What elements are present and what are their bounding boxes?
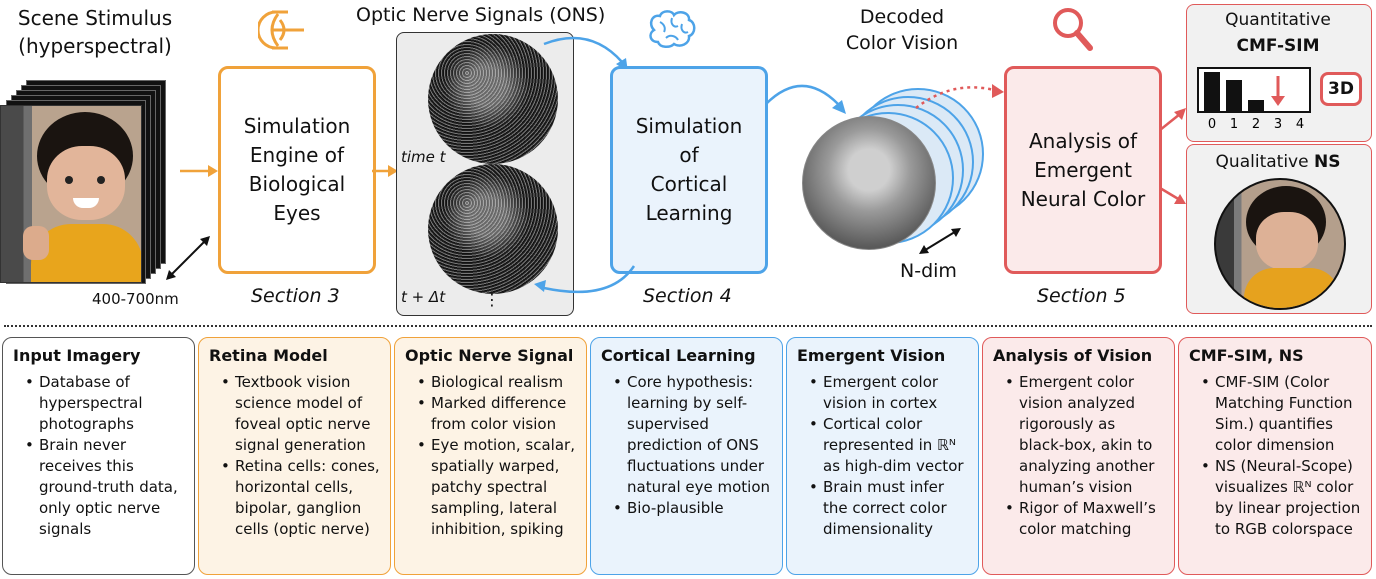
cmf-sim-chart: 0 1 2 3 4 — [1197, 67, 1311, 130]
stage-eye-line2: Engine of — [249, 143, 345, 167]
arrow-analysis-to-results — [1159, 108, 1186, 204]
stage-eye-line1: Simulation — [243, 114, 351, 138]
card-title: Input Imagery — [13, 346, 141, 365]
qualitative-label: Qualitative — [1215, 152, 1309, 172]
list-item: Eye motion, scalar, spatially warped, pa… — [417, 435, 576, 540]
section-divider — [4, 325, 1372, 327]
cmf-bar — [1226, 80, 1242, 112]
list-item: Brain never receives this ground-truth d… — [25, 435, 184, 540]
card-title: Optic Nerve Signal — [405, 346, 574, 365]
decoded-title-line1: Decoded — [859, 6, 945, 28]
stage-analysis-line3: Neural Color — [1020, 186, 1146, 211]
ons-title: Optic Nerve Signals (ONS) — [356, 4, 606, 26]
child-photo — [0, 105, 142, 283]
ons-frame-t2 — [428, 164, 558, 294]
cmf-bar — [1204, 72, 1220, 112]
list-item: Marked difference from color vision — [417, 393, 576, 435]
stage-analysis[interactable]: Analysis of Emergent Neural Color — [1004, 66, 1162, 274]
cmf-tick-label: 4 — [1296, 117, 1304, 130]
list-item: Retina cells: cones, horizontal cells, b… — [221, 456, 380, 540]
list-item: Emergent color vision analyzed rigorousl… — [1005, 372, 1164, 498]
list-item: Core hypothesis: learning by self-superv… — [613, 372, 772, 498]
section-4-label: Section 4 — [643, 285, 732, 307]
decoded-gray-image — [802, 116, 936, 250]
card-optic-nerve-signal: Optic Nerve Signal Biological realism Ma… — [394, 337, 587, 575]
card-cmf-sim-ns: CMF-SIM, NS CMF-SIM (Color Matching Func… — [1178, 337, 1372, 575]
stage-cortical-learning[interactable]: Simulation of Cortical Learning — [610, 66, 768, 274]
decoded-title-line2: Color Vision — [845, 32, 959, 54]
hyperspectral-stack — [0, 80, 170, 284]
card-cortical-learning: Cortical Learning Core hypothesis: learn… — [590, 337, 783, 575]
ons-ellipsis: ⋮ — [484, 290, 500, 309]
list-item: Brain must infer the correct color dimen… — [809, 477, 968, 540]
arrow-decoded-to-analysis — [915, 84, 1004, 109]
scene-title: Scene Stimulus (hyperspectral) — [0, 4, 190, 60]
list-item: Bio-plausible — [613, 498, 772, 519]
list-item: Textbook vision science model of foveal … — [221, 372, 380, 456]
stage-cortex-line3: Cortical — [650, 172, 728, 196]
cmf-tick-label: 2 — [1252, 117, 1260, 130]
eye-icon — [258, 10, 304, 50]
card-emergent-vision: Emergent Vision Emergent color vision in… — [786, 337, 979, 575]
time-t2-label: t + Δt — [401, 288, 446, 306]
card-title: Cortical Learning — [601, 346, 756, 365]
badge-3d: 3D — [1320, 72, 1362, 106]
depth-arrow — [166, 236, 210, 280]
list-item: CMF-SIM (Color Matching Function Sim.) q… — [1201, 372, 1361, 456]
stage-cortex-line1: Simulation — [635, 114, 743, 138]
stage-eye-line4: Eyes — [273, 201, 321, 225]
section-3-label: Section 3 — [251, 285, 340, 307]
list-item: Emergent color vision in cortex — [809, 372, 968, 414]
scene-range: 400-700nm — [92, 290, 179, 308]
decoded-title: Decoded Color Vision — [832, 4, 972, 56]
card-input-imagery: Input Imagery Database of hyperspectral … — [2, 337, 195, 575]
qualitative-ns: NS — [1313, 152, 1341, 172]
stage-analysis-line2: Emergent — [1034, 157, 1132, 182]
card-retina-model: Retina Model Textbook vision science mod… — [198, 337, 391, 575]
scene-title-line1: Scene Stimulus — [17, 6, 173, 30]
ndim-arrow — [919, 228, 961, 254]
brain-icon — [649, 10, 696, 48]
time-t-label: time t — [401, 148, 446, 166]
list-item: Cortical color represented in ℝᴺ as high… — [809, 414, 968, 477]
stage-eye-line3: Biological — [248, 172, 346, 196]
stage-eye-simulation[interactable]: Simulation Engine of Biological Eyes — [218, 66, 376, 274]
ons-frame-t — [428, 34, 558, 164]
quantitative-label: Quantitative — [1225, 10, 1331, 30]
list-item: Biological realism — [417, 372, 576, 393]
list-item: Rigor of Maxwell’s color matching — [1005, 498, 1164, 540]
badge-3d-text: 3D — [1328, 79, 1354, 99]
arrow-cortex-to-decoded — [765, 84, 846, 114]
list-item: Database of hyperspectral photographs — [25, 372, 184, 435]
cmf-tick-label: 1 — [1230, 117, 1238, 130]
stage-cortex-line4: Learning — [645, 201, 733, 225]
cmf-marker-arrow-head — [1271, 96, 1285, 106]
cmf-tick-label: 3 — [1274, 117, 1282, 130]
card-title: Retina Model — [209, 346, 328, 365]
ndim-label: N-dim — [900, 260, 957, 282]
qualitative-title: Qualitative NS — [1186, 152, 1370, 172]
scene-title-line2: (hyperspectral) — [18, 34, 172, 58]
section-5-label: Section 5 — [1037, 285, 1126, 307]
magnifier-icon — [1053, 8, 1093, 51]
quantitative-title: CMF-SIM — [1236, 36, 1320, 56]
stage-cortex-line2: of — [679, 143, 699, 167]
arrow-eyes-to-ons — [372, 165, 398, 177]
card-title: CMF-SIM, NS — [1189, 346, 1304, 365]
list-item: NS (Neural-Scope) visualizes ℝᴺ color by… — [1201, 456, 1361, 540]
arrow-cortex-to-ons — [534, 265, 636, 294]
card-title: Emergent Vision — [797, 346, 946, 365]
stage-analysis-line1: Analysis of — [1028, 128, 1138, 153]
card-title: Analysis of Vision — [993, 346, 1153, 365]
cmf-bar — [1248, 100, 1264, 112]
cmf-tick-label: 0 — [1208, 117, 1216, 130]
ns-color-image — [1214, 178, 1346, 310]
arrow-scene-to-eyes — [180, 165, 218, 177]
card-analysis-of-vision: Analysis of Vision Emergent color vision… — [982, 337, 1175, 575]
